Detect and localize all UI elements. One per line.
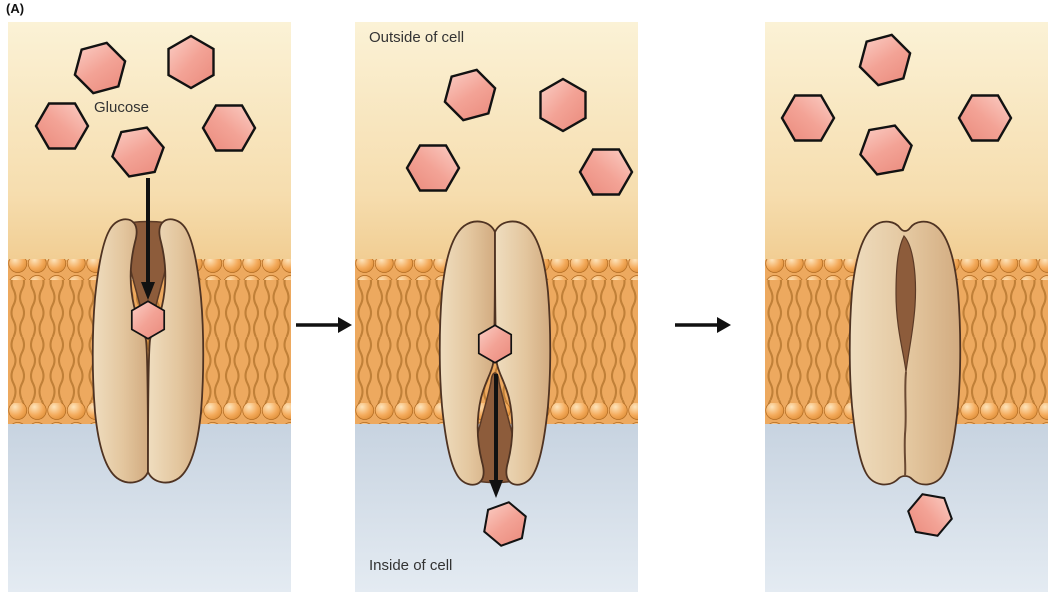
entry-arrow-head <box>141 282 155 300</box>
channel-slit <box>895 234 917 373</box>
glucose-label: Glucose <box>94 99 149 116</box>
glucose-molecule <box>578 148 634 196</box>
transporter-left-lobe <box>438 220 496 486</box>
glucose-molecule <box>477 324 513 364</box>
transition-arrow-head <box>716 317 731 333</box>
glucose-molecule <box>957 94 1013 142</box>
transporter-right-lobe <box>494 220 552 486</box>
exit-arrow-head <box>489 480 503 498</box>
outside-region <box>355 22 638 262</box>
exit-arrow <box>489 374 503 498</box>
glucose-molecule <box>780 94 836 142</box>
glucose-molecule <box>539 77 587 133</box>
glucose-molecule <box>34 102 90 150</box>
entry-arrow <box>141 178 155 300</box>
transition-arrow-1 <box>291 22 355 336</box>
glucose-molecule <box>167 34 215 90</box>
glucose-molecule <box>130 300 166 340</box>
panel-stage-2: Outside of cell Inside of cell <box>355 22 638 592</box>
transporter-protein <box>848 220 962 486</box>
outside-of-cell-label: Outside of cell <box>369 29 464 46</box>
figure-label: (A) <box>6 1 25 16</box>
transition-arrow-1-svg <box>296 317 352 333</box>
closed-seam <box>903 371 907 477</box>
transition-arrow-head <box>338 317 352 333</box>
panels-row: Glucose <box>8 22 1048 592</box>
panel-stage-1: Glucose <box>8 22 291 592</box>
transition-arrow-2 <box>638 22 765 336</box>
panel-stage-3 <box>765 22 1048 592</box>
inside-of-cell-label: Inside of cell <box>369 557 452 574</box>
transition-arrow-2-svg <box>674 317 731 333</box>
glucose-molecule <box>201 104 257 152</box>
glucose-molecule <box>405 144 461 192</box>
